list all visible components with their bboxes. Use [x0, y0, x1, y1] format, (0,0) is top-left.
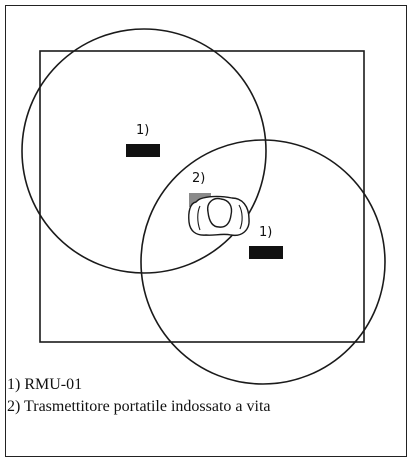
legend-item-transmitter: 2) Trasmettitore portatile indossato a v…	[7, 398, 271, 415]
coverage-circle-left	[21, 28, 267, 274]
receiver-left	[126, 144, 160, 157]
room-outline	[39, 50, 365, 343]
receiver-right	[249, 246, 283, 259]
legend: 1) RMU-01 2) Trasmettitore portatile ind…	[7, 374, 402, 418]
legend-item-rmu: 1) RMU-01	[7, 376, 83, 393]
person-top-view-icon	[188, 195, 250, 237]
transmitter-label: 2)	[192, 171, 205, 186]
coverage-circle-right	[140, 139, 386, 385]
receiver-left-label: 1)	[136, 123, 149, 138]
receiver-right-label: 1)	[259, 225, 272, 240]
